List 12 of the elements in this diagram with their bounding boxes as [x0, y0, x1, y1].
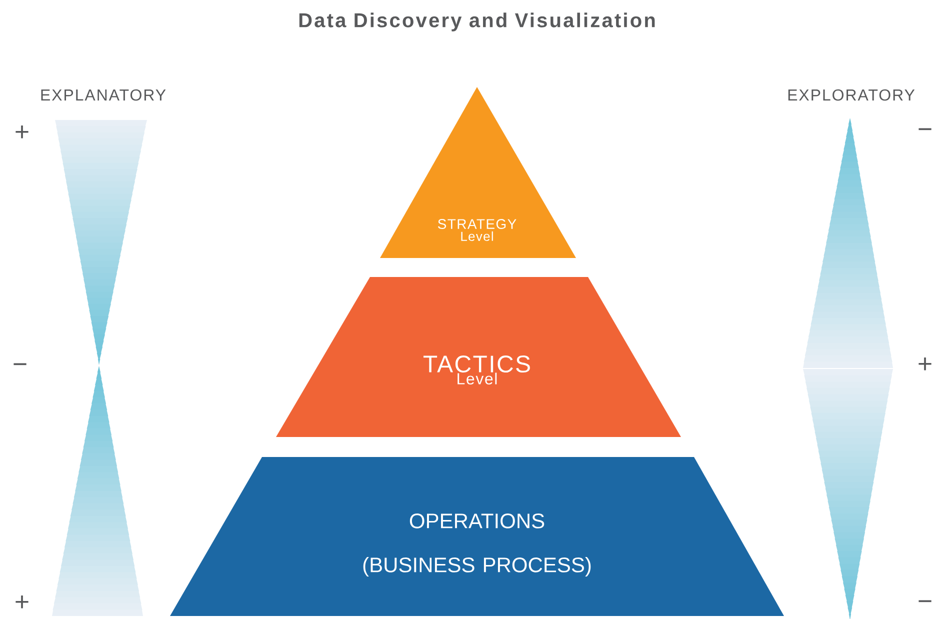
axis-label: EXPLORATORY	[788, 89, 915, 101]
axis-label: EXPLANATORY	[41, 89, 166, 101]
sign-label: −	[918, 600, 932, 602]
sign-label: +	[16, 126, 28, 138]
sign-label: +	[16, 596, 28, 608]
pyramid-tier: STRATEGY Level	[380, 87, 576, 258]
sign-label: −	[14, 363, 26, 366]
sign-label: +	[918, 358, 932, 370]
title: Data Discovery and Visualization	[299, 12, 655, 32]
sign-label: −	[918, 128, 932, 130]
pyramid-tier: TACTICS Level	[276, 277, 681, 437]
pyramid-tier: OPERATIONS (BUSINESS PROCESS)	[170, 457, 784, 616]
